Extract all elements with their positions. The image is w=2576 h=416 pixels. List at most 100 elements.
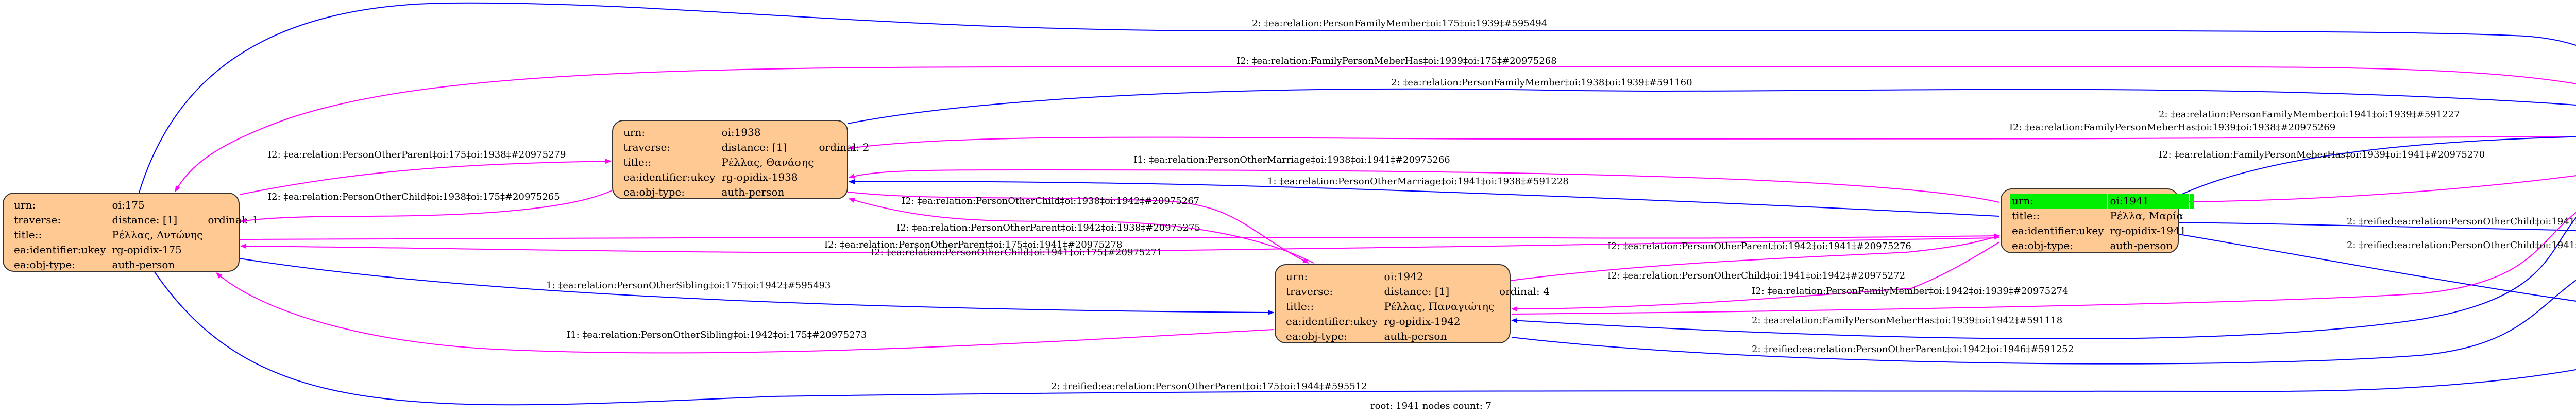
property-key: urn: — [623, 126, 646, 138]
edge-oi1942-to-oi1938 — [849, 198, 1314, 264]
edge-oi175-to-oi1941 — [239, 233, 2000, 240]
edge-oi175-to-oi1938 — [239, 159, 612, 195]
edge-oi1938-to-oi1941 — [849, 169, 2000, 203]
edge-oi1939-to-oi175 — [175, 66, 2576, 192]
edge-oi1941-to-oi1942 — [1511, 241, 2000, 311]
edge-oi175-to-oi1944 — [154, 271, 2576, 406]
edge-oi1941-to-oi175 — [240, 237, 2000, 254]
edge-label: 2: ‡reified:ea:relation:PersonOtherParen… — [1051, 381, 1367, 392]
node-property-row: title::Ρέλλας, Αντώνης — [12, 228, 260, 242]
edge-oi1942-to-oi1946 — [1511, 280, 2576, 365]
node-properties-table: urn: oi:175 traverse: distance: [1] ordinal:… — [11, 198, 261, 272]
edge-label: 1: ‡ea:relation:PersonOtherSibling‡oi:17… — [546, 280, 831, 291]
property-key: urn: — [1286, 270, 1308, 283]
property-key: traverse: — [14, 214, 61, 226]
property-key: ea:identifier:ukey — [14, 244, 106, 256]
edge-oi1938-to-oi175 — [240, 190, 613, 223]
edge-oi1939-to-oi1941 — [2179, 175, 2576, 204]
edge-oi175-to-oi1939 — [139, 2, 2576, 193]
node-property-row: traverse: distance: [1] ordinal: 2 — [621, 140, 871, 155]
graph-caption: root: 1941 nodes count: 7 — [1370, 401, 1492, 411]
property-value: Ρέλλας, Αντώνης — [112, 229, 203, 241]
property-key: urn: — [14, 199, 36, 211]
edge-label: 2: ‡reified:ea:relation:PersonOtherChild… — [2347, 240, 2576, 251]
edge-label: I2: ‡ea:relation:FamilyPersonMeberHas‡oi… — [2009, 122, 2336, 133]
node-property-row: urn: oi:175 — [12, 198, 260, 213]
edge-label: I2: ‡ea:relation:PersonOtherChild‡oi:194… — [1607, 270, 1906, 281]
property-value: Ρέλλας, Θανάσης — [721, 156, 814, 168]
property-value: distance: [1] — [112, 214, 178, 226]
edge-label: I2: ‡ea:relation:PersonOtherChild‡oi:193… — [268, 192, 560, 202]
property-extra: ordinal: 4 — [1499, 285, 1550, 298]
edge-oi1942-to-oi175 — [216, 272, 1274, 354]
property-extra: ordinal: 2 — [819, 141, 870, 153]
property-key: traverse: — [1286, 285, 1333, 298]
edge-label: 2: ‡ea:relation:PersonFamilyMember‡oi:19… — [2159, 109, 2460, 120]
node-oi-1942[interactable]: urn: oi:1942 traverse: distance: [1] ordinal… — [1275, 264, 1550, 343]
property-key: traverse: — [623, 141, 671, 153]
property-value: rg-opidix-175 — [112, 244, 182, 256]
edge-label: 1: ‡ea:relation:PersonOtherMarriage‡oi:1… — [1267, 176, 1569, 187]
node-property-row: ea:identifier:ukey rg-opidix-175 — [12, 242, 260, 257]
property-value: distance: [1] — [1384, 285, 1450, 298]
property-key: urn: — [2010, 194, 2107, 209]
property-value: rg-opidix-1942 — [1384, 315, 1461, 327]
property-value: oi:175 — [112, 199, 145, 211]
property-key: title:: — [623, 156, 652, 168]
edge-label: I2: ‡ea:relation:PersonFamilyMember‡oi:1… — [1752, 286, 2069, 297]
property-value: rg-opidix-1941 — [2110, 224, 2187, 237]
edge-label: 2: ‡ea:relation:FamilyPersonMeberHas‡oi:… — [1752, 315, 2063, 326]
node-property-row: ea:obj-type:auth-person — [2010, 238, 2194, 253]
property-value: oi:1941 — [2108, 194, 2189, 209]
node-property-row: ea:obj-type: auth-person — [12, 257, 260, 272]
property-value: Ρέλλα, Μαρία — [2110, 210, 2183, 222]
edge-label: 2: ‡reified:ea:relation:PersonOtherParen… — [1752, 344, 2074, 355]
property-extra: ordinal: 1 — [208, 214, 259, 226]
node-property-row: ea:obj-type: auth-person — [1284, 329, 1552, 344]
property-key: ea:identifier:ukey — [2012, 224, 2104, 237]
edge-label: I2: ‡ea:relation:PersonOtherParent‡oi:17… — [824, 239, 1123, 250]
edge-oi1941-to-oi1939 — [2178, 136, 2576, 196]
node-property-row: urn:oi:1941 — [2010, 194, 2194, 209]
property-key: ea:obj-type: — [14, 258, 76, 271]
edge-label: I2: ‡ea:relation:PersonOtherParent‡oi:19… — [896, 222, 1200, 233]
node-property-row: urn:oi:1938 — [621, 125, 871, 140]
property-value: Ρέλλας, Παναγιώτης — [1384, 300, 1495, 313]
node-property-row: title::Ρέλλα, Μαρία — [2010, 209, 2194, 223]
edge-oi1939-to-oi1942 — [1511, 217, 2576, 340]
node-property-row: title::Ρέλλας, Θανάσης — [621, 155, 871, 170]
edge-oi1941-to-oi1944 — [2178, 234, 2576, 302]
property-value: auth-person — [112, 258, 175, 271]
property-key: title:: — [1286, 300, 1314, 313]
edge-label: I2: ‡ea:relation:FamilyPersonMeberHas‡oi… — [1236, 56, 1557, 66]
property-value: auth-person — [721, 186, 785, 198]
property-value: auth-person — [2110, 239, 2173, 252]
edge-oi1942-to-oi1939 — [1511, 212, 2576, 315]
property-key: ea:obj-type: — [623, 186, 685, 198]
edge-label: I2: ‡ea:relation:PersonOtherParent‡oi:17… — [268, 149, 566, 160]
node-oi-175[interactable]: urn: oi:175 traverse: distance: [1] ordinal:… — [3, 193, 258, 272]
edge-label: I2: ‡ea:relation:PersonOtherChild‡oi:193… — [902, 196, 1200, 206]
edge-oi1939-to-oi1938 — [849, 136, 2576, 150]
node-property-row: ea:obj-type: auth-person — [621, 185, 871, 200]
property-value: oi:1942 — [1384, 270, 1423, 283]
edge-oi175-to-oi1942 — [239, 258, 1274, 315]
edge-oi1941-to-oi1946 — [2178, 222, 2576, 231]
edge-label: I2: ‡ea:relation:FamilyPersonMeberHas‡oi… — [2159, 149, 2485, 160]
edge-label: I2: ‡ea:relation:PersonOtherChild‡oi:194… — [871, 247, 1163, 258]
edge-label: 2: ‡ea:relation:PersonFamilyMember‡oi:19… — [1391, 77, 1692, 88]
edge-oi1938-to-oi1939 — [848, 88, 2576, 124]
property-key: ea:obj-type: — [1286, 330, 1348, 342]
edge-label: I1: ‡ea:relation:PersonOtherMarriage‡oi:… — [1133, 154, 1450, 165]
edge-label: 2: ‡ea:relation:PersonFamilyMember‡oi:17… — [1252, 18, 1548, 29]
property-value: distance: [1] — [721, 141, 787, 153]
property-value: auth-person — [1384, 330, 1447, 342]
node-property-row: traverse: distance: [1] ordinal: 4 — [1284, 284, 1552, 299]
